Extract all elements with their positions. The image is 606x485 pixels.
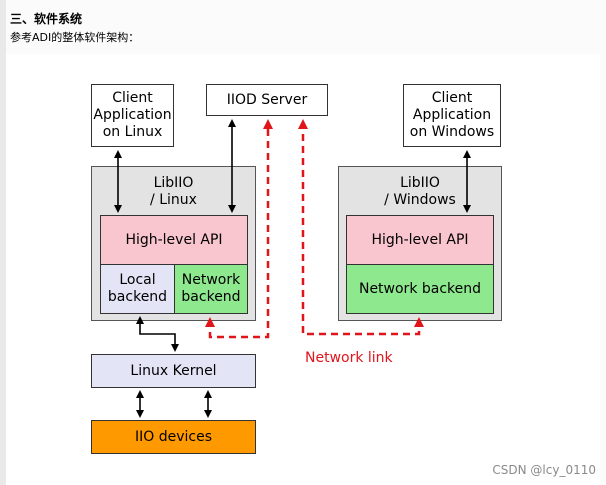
csdn-watermark: CSDN @lcy_0110 bbox=[492, 463, 596, 477]
iiod-server-box: IIOD Server bbox=[206, 84, 328, 116]
linux-kernel-box: Linux Kernel bbox=[91, 354, 256, 388]
local-backend-box: Local backend bbox=[100, 264, 175, 314]
client-app-linux-box: Client Application on Linux bbox=[91, 84, 174, 147]
section-description: 参考ADI的整体软件架构： bbox=[10, 31, 140, 44]
network-link-windows bbox=[298, 119, 424, 336]
section-heading: 三、软件系统 bbox=[10, 12, 83, 26]
page-left-strip bbox=[0, 0, 6, 485]
libiio-linux-title: LibIIO / Linux bbox=[150, 175, 197, 208]
network-link-label: Network link bbox=[305, 350, 393, 366]
local-backend-to-kernel-arrow bbox=[136, 316, 179, 352]
iio-devices-box: IIO devices bbox=[91, 420, 256, 454]
network-link-linux bbox=[205, 119, 273, 339]
